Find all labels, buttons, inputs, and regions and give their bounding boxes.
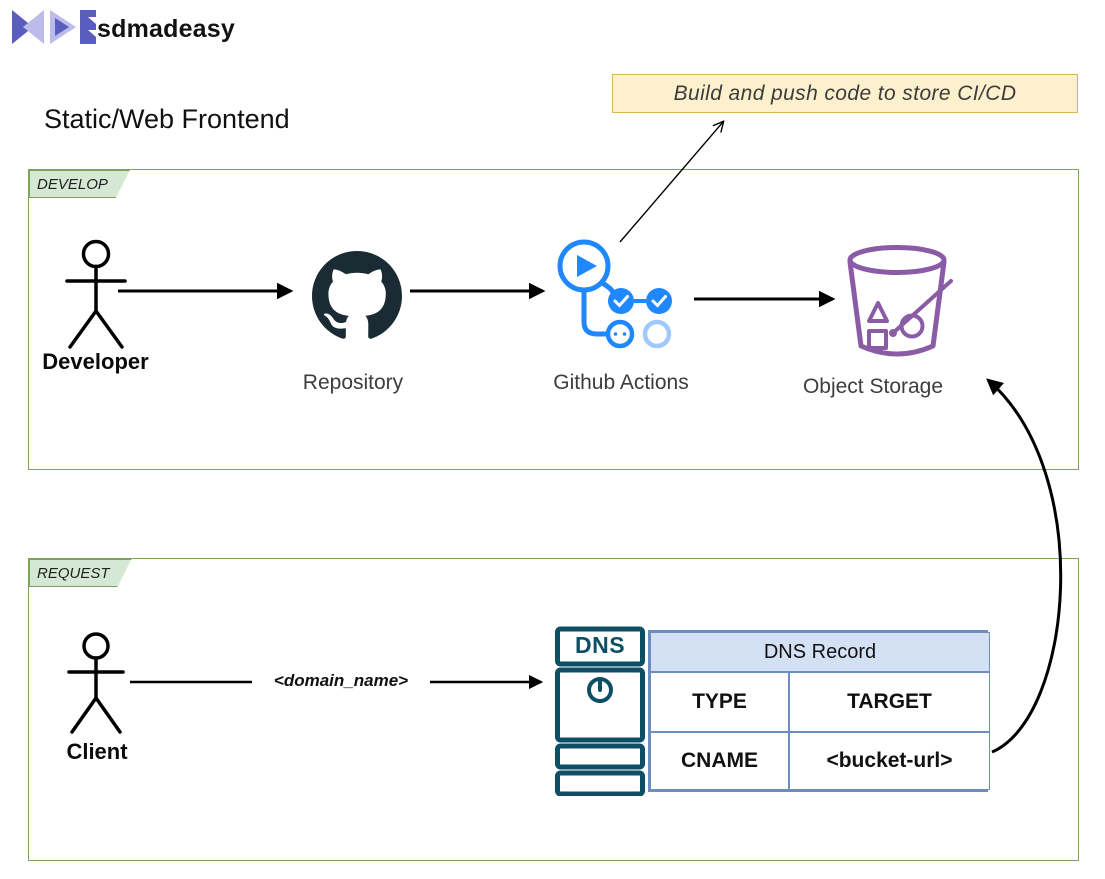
github-icon [312,251,402,339]
client-actor-icon [67,632,125,734]
client-label: Client [66,739,128,764]
clock-icon [587,677,613,703]
section-develop: DEVELOP [28,169,1079,470]
section-develop-tab: DEVELOP [29,170,130,198]
dns-table-cell-bucket-url: <bucket-url> [789,732,990,790]
annotation-note: Build and push code to store CI/CD [612,74,1078,113]
dns-server-icon [555,626,645,796]
github-actions-icon [557,239,672,349]
dns-record-table: DNS Record TYPE TARGET CNAME <bucket-url… [648,630,990,792]
dns-table-col-target: TARGET [789,672,990,732]
dns-label: DNS [574,632,626,658]
dns-table-cell-cname: CNAME [650,732,789,790]
dns-table-col-type: TYPE [650,672,789,732]
developer-label: Developer [42,349,149,374]
object-storage-label: Object Storage [802,375,944,398]
developer-actor-icon [65,239,127,349]
brand-logo-icon [12,10,96,44]
repository-label: Repository [302,371,404,394]
section-request-tab: REQUEST [29,559,132,587]
object-storage-bucket-icon [847,245,953,357]
section-request: REQUEST [28,558,1079,861]
github-actions-label: Github Actions [553,371,689,394]
domain-name-edge-label: <domain_name> [252,669,430,692]
brand-name: sdmadeasy [97,15,235,43]
page-title: Static/Web Frontend [44,104,290,134]
dns-table-title: DNS Record [650,632,990,672]
